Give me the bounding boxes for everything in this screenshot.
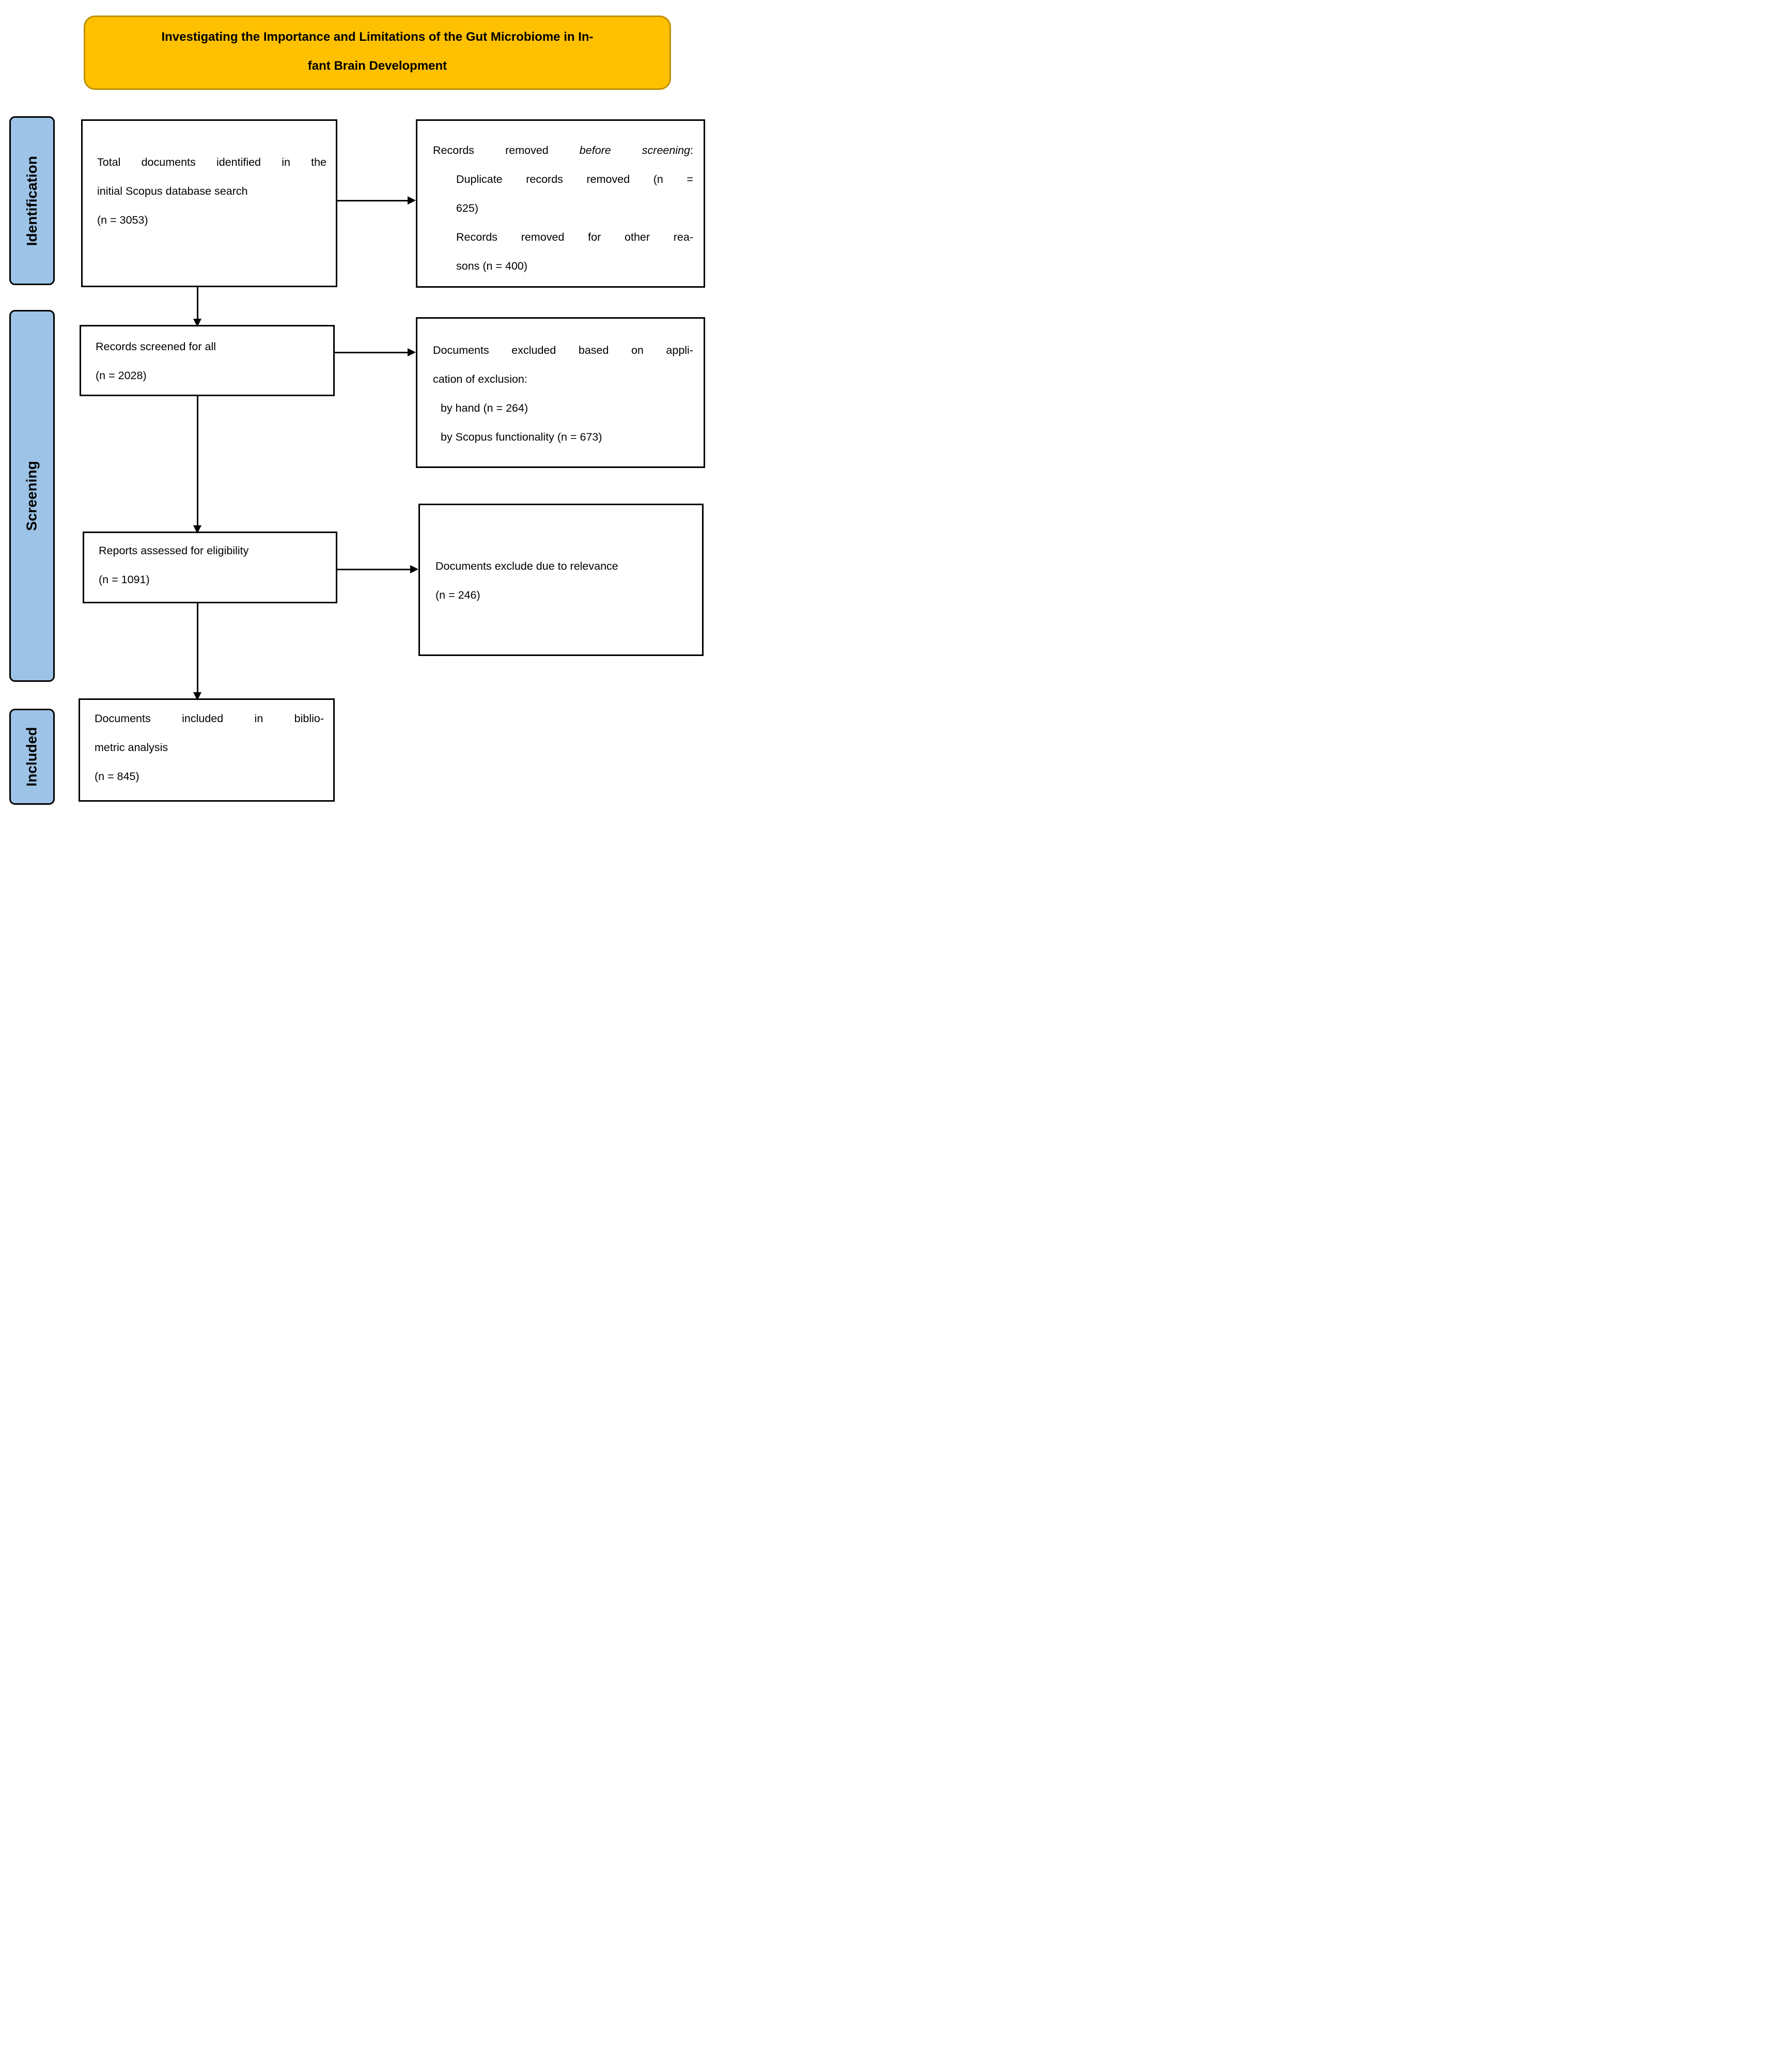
text-line: 625)	[456, 202, 479, 214]
arrow-shaft	[335, 352, 409, 353]
arrow-down-icon	[193, 692, 201, 700]
arrow-shaft	[197, 396, 198, 525]
text-line: Documents included in biblio-	[95, 712, 324, 725]
text-line: Records screened for all	[96, 340, 216, 353]
box-reports-assessed: Reports assessed for eligibility (n = 109…	[83, 532, 337, 603]
text-line: Reports assessed for eligibility	[99, 544, 249, 557]
arrow-down-icon	[193, 319, 201, 327]
text-line: (n = 3053)	[97, 214, 148, 226]
diagram-title: Investigating the Importance and Limitat…	[84, 15, 671, 90]
text-line: by hand (n = 264)	[441, 402, 528, 414]
arrow-shaft	[337, 200, 409, 201]
text-line: by Scopus functionality (n = 673)	[441, 431, 602, 443]
box-documents-excluded-relevance: Documents exclude due to relevance (n = 2…	[418, 504, 704, 656]
stage-included: Included	[9, 709, 55, 805]
text-line: metric analysis	[95, 741, 168, 754]
text-line: Duplicate records removed (n =	[456, 173, 693, 185]
arrow-right-icon	[410, 565, 418, 573]
text-line: Documents exclude due to relevance	[435, 560, 618, 572]
text-line: Records removed for other rea-	[456, 231, 693, 243]
arrow-shaft	[197, 287, 198, 319]
stage-identification: Identification	[9, 116, 55, 285]
text-line: cation of exclusion:	[433, 373, 527, 385]
box-records-removed-before-screening: Records removed before screening: Duplica…	[416, 119, 705, 288]
stage-screening: Screening	[9, 310, 55, 682]
box-records-screened: Records screened for all (n = 2028)	[80, 325, 335, 396]
text-line: (n = 845)	[95, 770, 139, 783]
text-line: (n = 1091)	[99, 573, 150, 586]
text-line: sons (n = 400)	[456, 260, 528, 272]
text-line: (n = 2028)	[96, 369, 147, 382]
arrow-shaft	[197, 603, 198, 692]
prisma-flow-diagram: Investigating the Importance and Limitat…	[0, 0, 717, 824]
text-line: Investigating the Importance and Limitat…	[161, 30, 594, 44]
stage-screening-label: Screening	[24, 461, 40, 531]
stage-included-label: Included	[24, 727, 40, 787]
arrow-right-icon	[408, 196, 416, 205]
box-identified-records: Total documents identified in the initial…	[81, 119, 337, 287]
text-line: Documents excluded based on appli-	[433, 344, 693, 356]
box-documents-excluded-criteria: Documents excluded based on appli-cation…	[416, 317, 705, 468]
stage-identification-label: Identification	[24, 155, 40, 246]
text-line: initial Scopus database search	[97, 185, 248, 197]
arrow-right-icon	[408, 348, 416, 356]
text-line: Total documents identified in the	[97, 156, 326, 168]
arrow-shaft	[337, 569, 411, 570]
text-line: fant Brain Development	[307, 59, 447, 73]
box-documents-included: Documents included in biblio-metric anal…	[79, 698, 335, 802]
text-line: Records removed before screening:	[433, 144, 693, 157]
text-line: (n = 246)	[435, 589, 480, 601]
arrow-down-icon	[193, 525, 201, 534]
